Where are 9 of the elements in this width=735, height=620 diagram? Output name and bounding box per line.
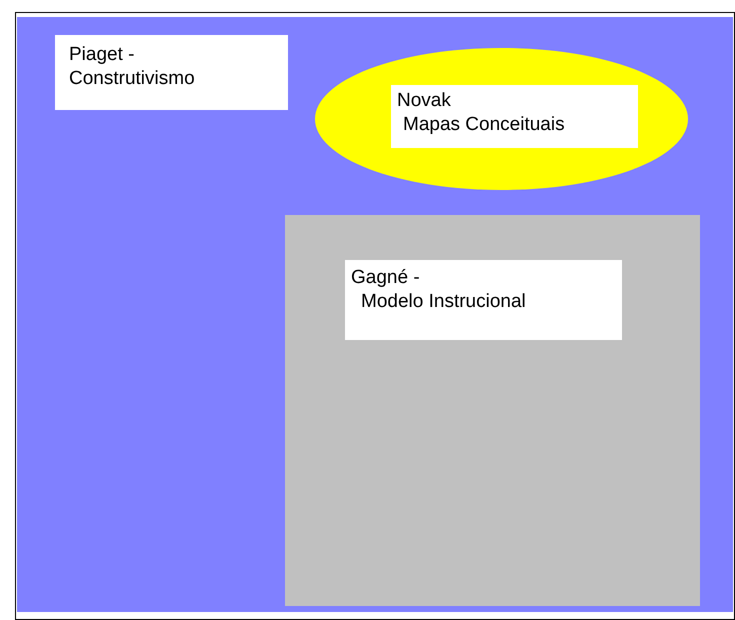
text-box bbox=[55, 35, 288, 110]
text-box bbox=[345, 260, 622, 340]
subtitle-text: Mapas Conceituais bbox=[403, 113, 566, 137]
heading-text: Piaget - Construtivismo bbox=[69, 43, 196, 91]
text-box bbox=[391, 85, 638, 148]
subtitle-text: Modelo Instrucional bbox=[361, 290, 527, 314]
panel bbox=[285, 215, 700, 606]
heading-text: Novak bbox=[397, 89, 452, 113]
heading-text: Gagné - bbox=[351, 266, 421, 290]
